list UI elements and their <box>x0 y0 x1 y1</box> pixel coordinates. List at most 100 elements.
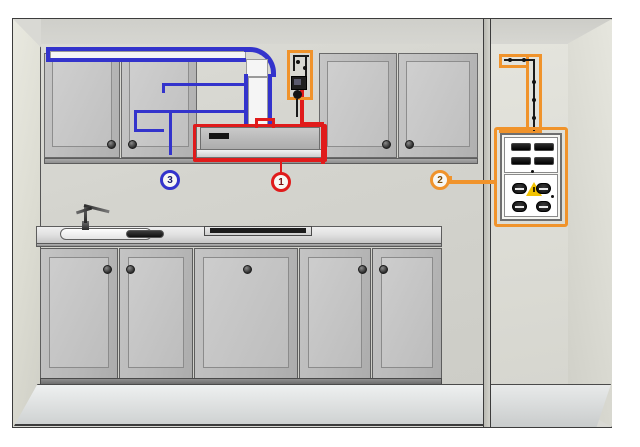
hood-base-highlight <box>193 158 327 161</box>
kitchen-ceiling <box>41 19 483 45</box>
conduit-highlight-top <box>499 54 539 57</box>
conduit-highlight-inner <box>499 65 529 68</box>
gas-assembly-left-rail <box>287 50 290 100</box>
outlet-2[interactable] <box>536 183 551 194</box>
electrical-panel-callout-marker[interactable]: 2 <box>430 170 450 190</box>
gas-flex-line <box>296 99 298 117</box>
duct-callout-lead <box>169 110 172 155</box>
gas-shutoff-valve[interactable] <box>293 90 302 99</box>
cabinet-door-panel <box>381 257 433 368</box>
upper-cabinet-3[interactable] <box>319 53 397 158</box>
conduit-highlight-vert-right <box>539 54 542 133</box>
gas-meter-face <box>294 79 301 85</box>
panel-indicator-dot <box>531 170 534 173</box>
conduit-run-horizontal <box>504 59 534 61</box>
lower-cabinet-3[interactable] <box>194 248 298 381</box>
duct-callout-marker[interactable]: 3 <box>160 170 180 190</box>
cabinet-knob-icon[interactable] <box>126 265 135 274</box>
cabinet-knob-icon[interactable] <box>128 140 137 149</box>
gas-pipe-down-right <box>305 55 307 85</box>
range-hood-duct-collar-highlight <box>255 118 275 128</box>
callout-number: 3 <box>167 174 173 186</box>
cabinet-door-panel <box>308 257 362 368</box>
upper-cabinet-2[interactable] <box>121 53 197 158</box>
duct-ceiling-run-top <box>46 47 248 51</box>
conduit-joint-dot <box>508 58 512 62</box>
hood-gas-link <box>300 122 324 126</box>
duct-ceiling-run-bottom <box>46 58 246 62</box>
conduit-joint-dot <box>532 98 536 102</box>
callout-2-lead-line <box>448 180 496 184</box>
gas-assembly-top-rail <box>287 50 313 53</box>
conduit-joint-dot <box>532 116 536 120</box>
conduit-joint-dot <box>532 80 536 84</box>
duct-branch-lower <box>134 110 248 113</box>
sink-drain-board <box>126 230 164 238</box>
lower-cabinet-run <box>40 248 442 384</box>
callout-1-stem <box>280 158 282 174</box>
lower-cabinet-1[interactable] <box>40 248 118 381</box>
callout-number: 1 <box>278 176 284 188</box>
cabinet-toe-kick <box>40 378 442 385</box>
cabinet-knob-icon[interactable] <box>107 140 116 149</box>
conduit-highlight-bottom <box>499 130 542 133</box>
gas-assembly-right-rail <box>310 50 313 100</box>
lower-cabinet-4[interactable] <box>299 248 371 381</box>
cabinet-door-panel <box>129 61 189 147</box>
cooktop-surface <box>210 228 306 233</box>
range-hood-callout-marker[interactable]: 1 <box>271 172 291 192</box>
cabinet-door-panel <box>203 257 289 368</box>
breaker-4[interactable] <box>534 157 554 165</box>
panel-indicator-dot <box>551 195 554 198</box>
duct-vertical-right <box>268 74 272 132</box>
upper-cabinet-run <box>44 53 478 163</box>
utility-room-right-wall <box>568 19 612 427</box>
kitchen-floor <box>14 384 484 426</box>
outlet-1[interactable] <box>512 183 527 194</box>
cabinet-door-panel <box>49 257 109 368</box>
conduit-highlight-vert-left <box>526 57 529 133</box>
duct-branch-upper <box>162 83 248 86</box>
breaker-3[interactable] <box>511 157 531 165</box>
breaker-1[interactable] <box>511 143 531 151</box>
cabinet-knob-icon[interactable] <box>358 265 367 274</box>
gas-pipe-top <box>293 55 309 57</box>
lower-cabinet-5[interactable] <box>372 248 442 381</box>
conduit-joint-dot <box>522 58 526 62</box>
kitchen-left-wall <box>13 19 41 427</box>
conduit-run-vertical <box>533 59 535 131</box>
conduit-highlight-left-cap <box>499 54 502 68</box>
upper-cabinet-1[interactable] <box>44 53 120 158</box>
countertop-edge <box>36 243 442 247</box>
duct-branch-foot <box>134 129 164 132</box>
outlet-4[interactable] <box>536 201 551 212</box>
callout-number: 2 <box>437 174 443 186</box>
hood-gas-drop <box>300 90 304 126</box>
outlet-section <box>504 174 558 217</box>
breaker-2[interactable] <box>534 143 554 151</box>
duct-branch-drop <box>134 110 137 132</box>
range-hood-control-strip[interactable] <box>209 133 229 139</box>
gas-joint-dot <box>296 60 300 64</box>
breaker-section <box>504 137 558 173</box>
cabinet-knob-icon[interactable] <box>382 140 391 149</box>
duct-left-drop <box>46 47 50 59</box>
duct-elbow <box>244 47 276 77</box>
outlet-3[interactable] <box>512 201 527 212</box>
electrical-panel-highlight <box>494 127 568 227</box>
electrical-distribution-panel[interactable] <box>500 133 562 221</box>
duct-branch-corner <box>162 83 165 93</box>
lower-cabinet-2[interactable] <box>119 248 193 381</box>
cabinet-door-panel <box>52 61 112 147</box>
cabinet-door-panel <box>128 257 184 368</box>
faucet-base <box>82 221 89 230</box>
gas-joint-dot <box>303 66 307 70</box>
faucet-arm[interactable] <box>84 205 87 223</box>
cabinet-knob-icon[interactable] <box>103 265 112 274</box>
cabinet-knob-icon[interactable] <box>379 265 388 274</box>
upper-cabinet-4[interactable] <box>398 53 478 158</box>
room-divider-wall <box>483 19 491 427</box>
cabinet-knob-icon[interactable] <box>243 265 252 274</box>
range-hood-highlight-outline <box>193 124 327 162</box>
cabinet-knob-icon[interactable] <box>405 140 414 149</box>
